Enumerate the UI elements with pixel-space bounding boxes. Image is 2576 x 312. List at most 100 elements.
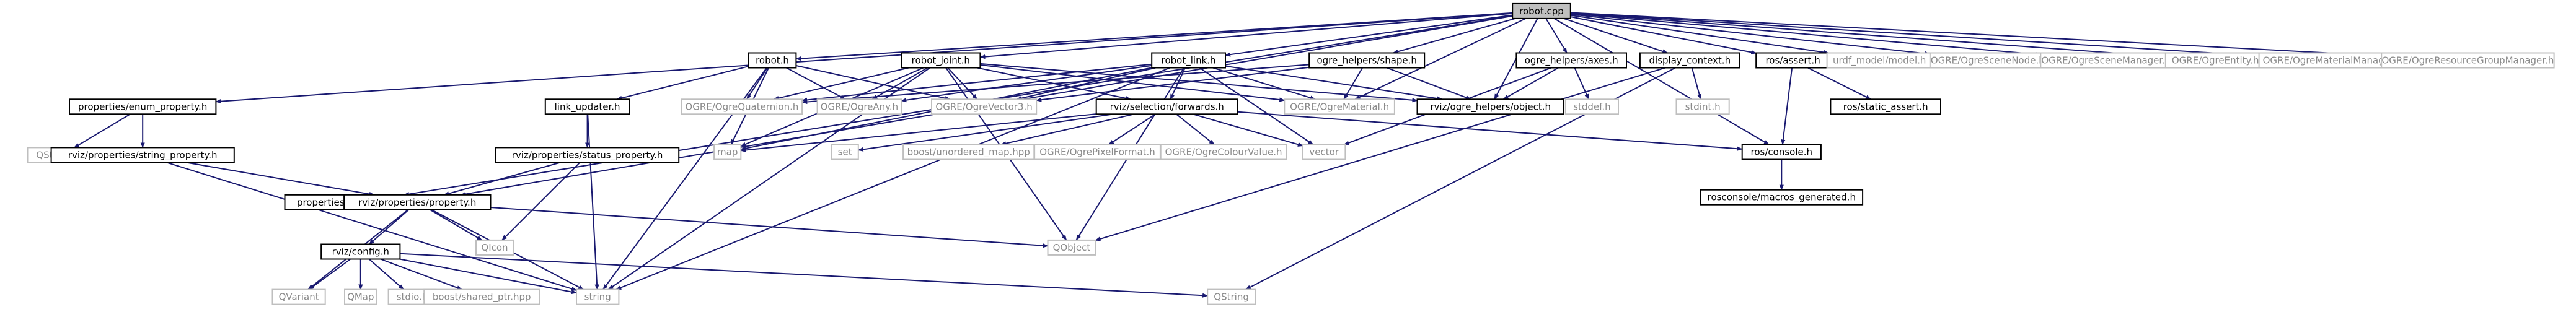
- node-label: OGRE/OgreEntity.h: [2172, 55, 2259, 66]
- node-display-context-h[interactable]: display_context.h: [1639, 52, 1740, 69]
- node-ogre-quaternion[interactable]: OGRE/OgreQuaternion.h: [681, 98, 803, 115]
- node-label: robot.cpp: [1519, 6, 1564, 17]
- edge-robot-h-to-ogre-vector3: [796, 65, 951, 101]
- node-label: rviz/properties/string_property.h: [68, 149, 218, 161]
- node-label: ros/assert.h: [1765, 55, 1820, 66]
- node-robot-joint-h[interactable]: robot_joint.h: [901, 52, 981, 69]
- node-ogre-helpers-axes-h[interactable]: ogre_helpers/axes.h: [1515, 52, 1627, 69]
- node-stdint-h[interactable]: stdint.h: [1675, 98, 1730, 115]
- node-box: [1151, 52, 1226, 69]
- node-ros-assert-h[interactable]: ros/assert.h: [1755, 52, 1830, 69]
- node-label: OGRE/OgreQuaternion.h: [685, 101, 798, 112]
- node-rviz-selection-forwards-h[interactable]: rviz/selection/forwards.h: [1095, 98, 1238, 115]
- node-boost-shared-ptr[interactable]: boost/shared_ptr.hpp: [423, 288, 540, 305]
- node-box: [1034, 144, 1161, 160]
- node-box: [1095, 98, 1238, 115]
- node-label: QMap: [347, 292, 374, 303]
- node-rviz-properties-string-property-h[interactable]: rviz/properties/string_property.h: [50, 147, 235, 163]
- edge-robot-link-h-to-rviz-ogre-helpers-object-h: [1225, 65, 1443, 101]
- node-ros-static-assert-h[interactable]: ros/static_assert.h: [1830, 98, 1941, 115]
- node-label: ros/console.h: [1751, 147, 1812, 158]
- node-label: OGRE/OgreResourceGroupManager.h: [2381, 55, 2554, 66]
- node-label: rviz/properties/property.h: [358, 197, 476, 208]
- dependency-edges: [74, 12, 2383, 298]
- node-box: [816, 98, 902, 115]
- node-label: QIcon: [481, 242, 508, 253]
- edge-rviz-properties-string-property-h-to-rviz-properties-property-h: [185, 162, 375, 196]
- node-qstring[interactable]: QString: [1207, 288, 1256, 305]
- edge-ogre-helpers-shape-h-to-ogre-vector3: [1036, 66, 1310, 102]
- edge-rviz-selection-forwards-h-to-set: [857, 113, 1114, 152]
- node-rviz-config-h[interactable]: rviz/config.h: [320, 243, 401, 260]
- node-rviz-properties-property-h[interactable]: rviz/properties/property.h: [343, 194, 492, 210]
- edge-robot-cpp-to-ogre-helpers-shape-h: [1392, 17, 1515, 54]
- node-label: rviz/selection/forwards.h: [1110, 101, 1224, 112]
- node-ogre-helpers-shape-h[interactable]: ogre_helpers/shape.h: [1308, 52, 1426, 69]
- node-label: stdint.h: [1685, 101, 1721, 112]
- edge-robot-link-h-to-vector: [1199, 67, 1314, 145]
- node-label: boost/shared_ptr.hpp: [433, 292, 531, 303]
- node-box: [544, 98, 630, 115]
- edge-robot-h-to-link-updater-h: [616, 66, 749, 100]
- node-qvariant[interactable]: QVariant: [271, 288, 326, 305]
- node-rosconsole-macros-generated-h[interactable]: rosconsole/macros_generated.h: [1700, 189, 1864, 206]
- node-ros-console-h[interactable]: ros/console.h: [1741, 144, 1822, 160]
- node-label: QObject: [1053, 242, 1091, 253]
- edge-robot-cpp-to-properties-enum-property-h: [215, 12, 1513, 104]
- node-ogre-colourvalue[interactable]: OGRE/OgreColourValue.h: [1160, 144, 1287, 160]
- edge-rviz-config-h-to-stdio-h: [368, 258, 404, 290]
- node-box: [50, 147, 235, 163]
- node-ogre-entity[interactable]: OGRE/OgreEntity.h: [2164, 52, 2266, 69]
- edge-robot-cpp-to-display-context-h: [1563, 17, 1669, 54]
- node-label: QVariant: [279, 292, 319, 303]
- node-robot-cpp[interactable]: robot.cpp: [1512, 2, 1571, 19]
- node-box: [1515, 52, 1627, 69]
- node-ogre-vector3[interactable]: OGRE/OgreVector3.h: [931, 98, 1038, 115]
- edge-ogre-helpers-shape-h-to-ogre-material: [1343, 67, 1363, 100]
- edge-rviz-selection-forwards-h-to-ros-console-h: [1237, 111, 1743, 151]
- node-ogre-scenenode[interactable]: OGRE/OgreSceneNode.h: [1929, 52, 2046, 69]
- edge-rviz-config-h-to-string: [399, 258, 577, 295]
- node-ogre-material[interactable]: OGRE/OgreMaterial.h: [1284, 98, 1395, 115]
- node-label: OGRE/OgreColourValue.h: [1165, 147, 1282, 158]
- node-link-updater-h[interactable]: link_updater.h: [544, 98, 630, 115]
- node-box: [344, 288, 377, 305]
- edge-display-context-h-to-qobject: [1095, 67, 1666, 241]
- node-ogre-pixelformat[interactable]: OGRE/OgrePixelFormat.h: [1034, 144, 1161, 160]
- node-map[interactable]: map: [713, 144, 742, 160]
- node-label: display_context.h: [1649, 55, 1731, 67]
- node-box: [2040, 52, 2172, 69]
- node-ogre-prerequisites[interactable]: OGRE/OgreAny.h: [816, 98, 902, 115]
- node-ogre-resourcegroupmanager[interactable]: OGRE/OgreResourceGroupManager.h: [2381, 52, 2555, 69]
- node-qicon[interactable]: QIcon: [475, 239, 514, 256]
- node-label: rviz/config.h: [332, 246, 389, 258]
- node-rviz-ogre-helpers-object-h[interactable]: rviz/ogre_helpers/object.h: [1416, 98, 1564, 115]
- node-ogre-scenemanager[interactable]: OGRE/OgreSceneManager.h: [2040, 52, 2172, 69]
- node-box: [831, 144, 859, 160]
- node-rviz-properties-status-property-h[interactable]: rviz/properties/status_property.h: [495, 147, 680, 163]
- node-label: OGRE/OgreMaterialManager.h: [2263, 55, 2402, 66]
- node-urdf-model-h[interactable]: urdf_model/model.h: [1826, 52, 1933, 69]
- node-box: [475, 239, 514, 256]
- node-boost-unordered-map[interactable]: boost/unordered_map.hpp: [902, 144, 1035, 160]
- node-set[interactable]: set: [831, 144, 859, 160]
- node-box: [1047, 239, 1096, 256]
- node-qobject[interactable]: QObject: [1047, 239, 1096, 256]
- node-vector[interactable]: vector: [1302, 144, 1346, 160]
- edge-rviz-config-h-to-boost-shared-ptr: [380, 258, 462, 290]
- edge-robot-cpp-to-ogre-entity: [1570, 12, 2166, 59]
- node-box: [1160, 144, 1287, 160]
- node-string[interactable]: string: [576, 288, 620, 305]
- node-robot-h[interactable]: robot.h: [748, 52, 797, 69]
- edge-robot-h-to-ogre-prerequisites: [786, 67, 846, 100]
- node-properties-enum-property-h[interactable]: properties/enum_property.h: [69, 98, 217, 115]
- node-robot-link-h[interactable]: robot_link.h: [1151, 52, 1226, 69]
- node-label: QString: [1214, 292, 1249, 303]
- dependency-nodes: robot.cpp robot.h robot_joint.h robot_link.…: [27, 2, 2555, 305]
- node-stddef-h[interactable]: stddef.h: [1564, 98, 1620, 115]
- edge-ogre-helpers-shape-h-to-rviz-ogre-helpers-object-h: [1386, 67, 1471, 100]
- node-qmap[interactable]: QMap: [344, 288, 377, 305]
- node-box: [713, 144, 742, 160]
- node-label: ros/static_assert.h: [1843, 101, 1928, 113]
